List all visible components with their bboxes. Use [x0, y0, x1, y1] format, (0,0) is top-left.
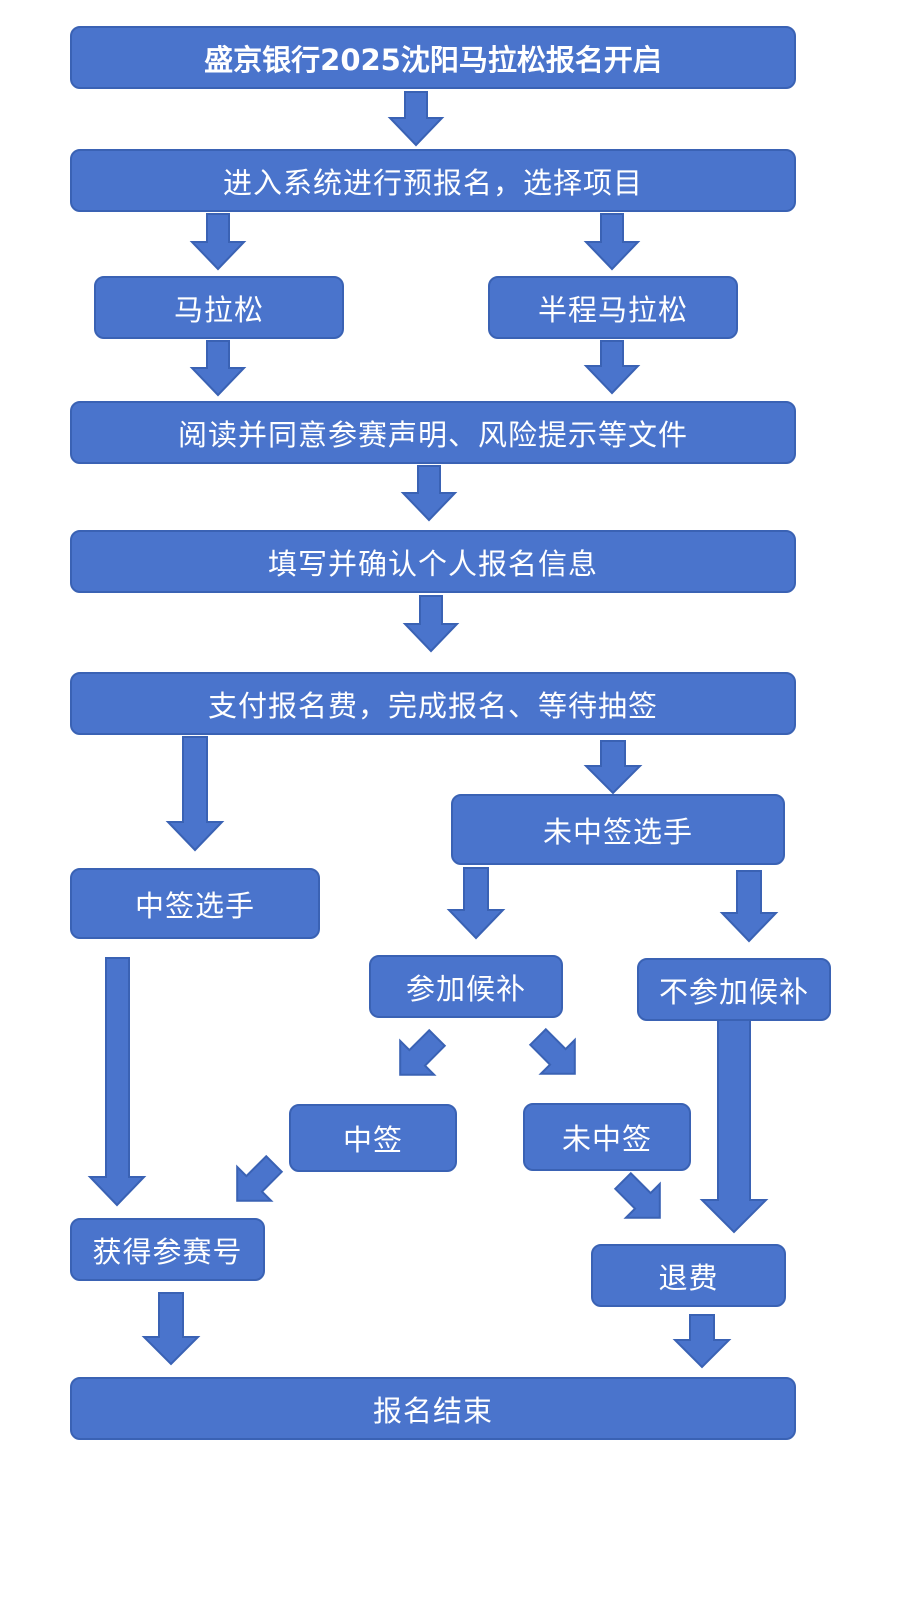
- step-pay: 支付报名费，完成报名、等待抽签: [70, 672, 796, 735]
- option-marathon: 马拉松: [94, 276, 344, 339]
- arrow-down-icon: [402, 595, 460, 653]
- waitlist-lose: 未中签: [523, 1103, 691, 1171]
- arrow-down-icon: [400, 465, 458, 522]
- arrow-down-icon: [141, 1292, 201, 1366]
- arrow-diagonal-icon: [236, 1154, 284, 1202]
- arrow-down-icon: [165, 736, 225, 852]
- step-refund: 退费: [591, 1244, 786, 1307]
- arrow-down-icon: [189, 213, 247, 271]
- step-get-bib: 获得参赛号: [70, 1218, 265, 1281]
- arrow-down-icon: [446, 867, 506, 940]
- arrow-down-icon: [583, 213, 641, 271]
- step-pre-register: 进入系统进行预报名，选择项目: [70, 149, 796, 212]
- waitlist-win: 中签: [289, 1104, 457, 1172]
- arrow-diagonal-icon: [613, 1171, 661, 1219]
- option-half-marathon: 半程马拉松: [488, 276, 738, 339]
- step-read-agree: 阅读并同意参赛声明、风险提示等文件: [70, 401, 796, 464]
- arrow-down-icon: [583, 340, 641, 395]
- arrow-down-icon: [583, 740, 643, 795]
- step-start: 盛京银行2025沈阳马拉松报名开启: [70, 26, 796, 89]
- arrow-down-icon: [719, 870, 779, 943]
- arrow-down-icon: [87, 957, 147, 1207]
- result-winner: 中签选手: [70, 868, 320, 939]
- step-fill-info: 填写并确认个人报名信息: [70, 530, 796, 593]
- arrow-diagonal-icon: [528, 1027, 576, 1075]
- arrow-down-icon: [189, 340, 247, 397]
- arrow-diagonal-icon: [399, 1028, 447, 1076]
- arrow-down-icon: [672, 1314, 732, 1369]
- step-end: 报名结束: [70, 1377, 796, 1440]
- result-non-winner: 未中签选手: [451, 794, 785, 865]
- option-join-waitlist: 参加候补: [369, 955, 563, 1018]
- arrow-down-icon: [387, 91, 445, 147]
- arrow-down-icon: [699, 1019, 769, 1234]
